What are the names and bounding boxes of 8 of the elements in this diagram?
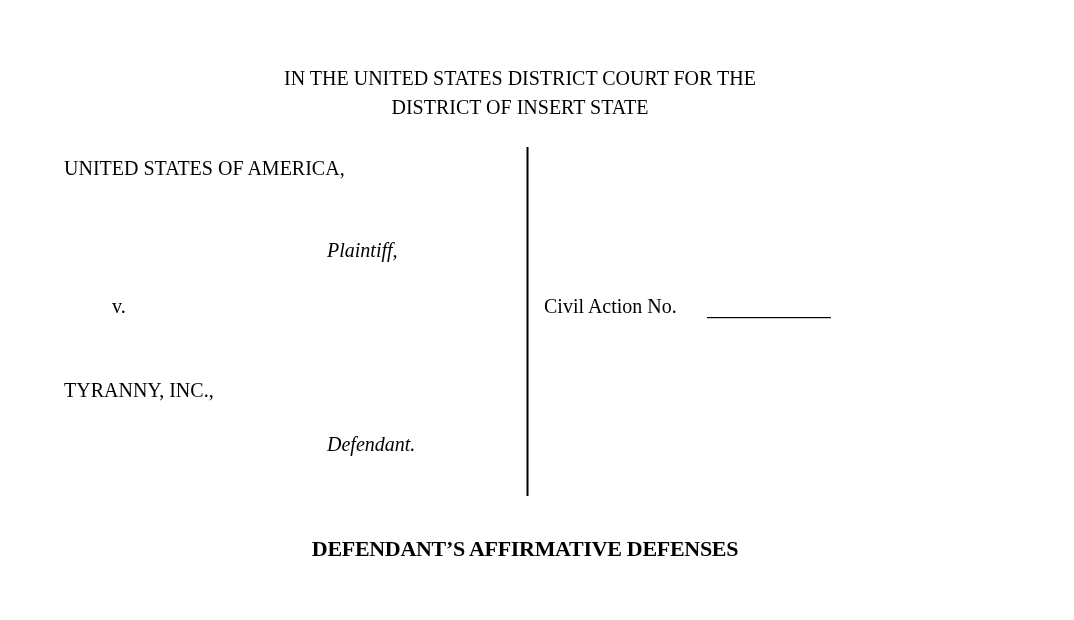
party-name: UNITED STATES OF AMERICA,: [64, 156, 345, 180]
party-role: Defendant.: [327, 432, 416, 456]
versus-text: v.: [112, 294, 126, 318]
case-number-label: Civil Action No.: [544, 294, 677, 318]
party-name: TYRANNY, INC.,: [64, 378, 214, 402]
party-role: Plaintiff,: [327, 238, 398, 262]
court-heading: IN THE UNITED STATES DISTRICT COURT FOR THE DISTRICT OF INSERT STATE: [283, 66, 757, 120]
document-title: DEFENDANT’S AFFIRMATIVE DEFENSES: [310, 536, 740, 562]
